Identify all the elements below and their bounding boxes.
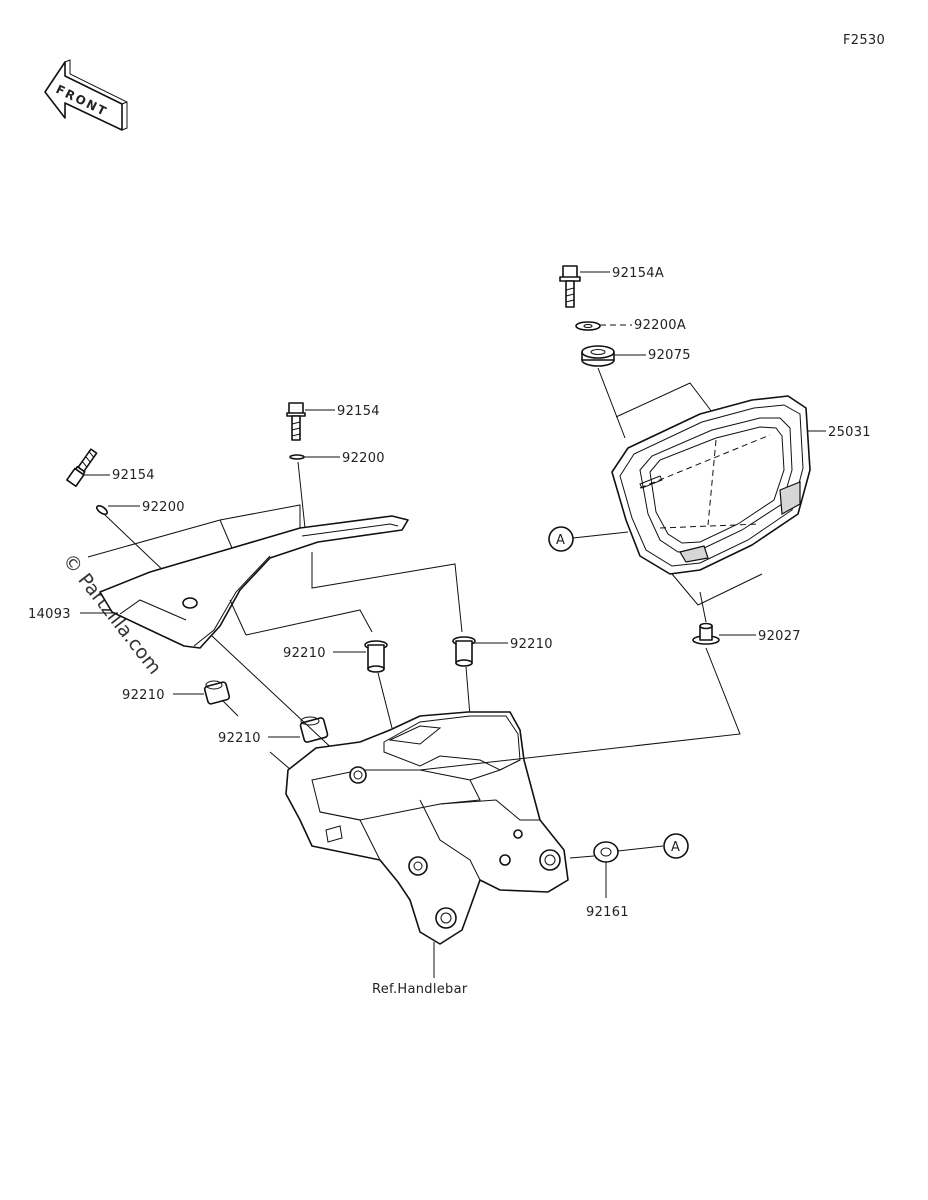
bracket-14093-icon xyxy=(99,515,409,649)
grommet-92075-icon xyxy=(581,345,615,367)
collar-92210-left2-icon xyxy=(299,716,329,743)
label-92200A: 92200A xyxy=(634,318,686,333)
bolt-92154-left-icon xyxy=(66,448,98,488)
label-92075: 92075 xyxy=(648,348,691,363)
label-14093: 14093 xyxy=(28,607,71,622)
label-92210-mid1: 92210 xyxy=(283,646,326,661)
collar-92210-left1-icon xyxy=(203,680,231,705)
leader-meter-bracket xyxy=(615,382,713,418)
label-92210-left1: 92210 xyxy=(122,688,165,703)
label-92154-left: 92154 xyxy=(112,468,155,483)
front-arrow-icon: FRONT xyxy=(44,59,128,131)
diagram-code: F2530 xyxy=(843,33,885,48)
callout-a-meter: A xyxy=(548,526,574,552)
bolt-92154A-icon xyxy=(559,265,581,308)
reference-label: Ref.Handlebar xyxy=(372,982,468,997)
label-92210-mid2: 92210 xyxy=(510,637,553,652)
label-92200-left: 92200 xyxy=(142,500,185,515)
bolt-92154-top-icon xyxy=(286,402,306,441)
washer-92200A-icon xyxy=(575,321,601,331)
handlebar-mount-bracket-icon xyxy=(285,711,569,945)
svg-text:A: A xyxy=(556,533,565,548)
nut-92161-icon xyxy=(593,841,619,863)
label-92210-left2: 92210 xyxy=(218,731,261,746)
label-92027: 92027 xyxy=(758,629,801,644)
leader-meter-bottom-bracket xyxy=(671,573,763,606)
collar-92210-mid2-icon xyxy=(452,636,476,667)
callout-a-mount: A xyxy=(663,833,689,859)
label-92200-top: 92200 xyxy=(342,451,385,466)
label-92154A: 92154A xyxy=(612,266,664,281)
leader-callout-a-mount xyxy=(617,845,664,852)
svg-text:A: A xyxy=(671,840,680,855)
meter-assembly-25031-icon xyxy=(611,395,811,575)
label-92154-top: 92154 xyxy=(337,404,380,419)
washer-92200-top-icon xyxy=(289,454,305,460)
washer-92200-left-icon xyxy=(95,504,109,516)
collar-92027-icon xyxy=(692,622,720,645)
label-92161: 92161 xyxy=(586,905,629,920)
leader-meter-top-a xyxy=(597,367,626,439)
label-25031: 25031 xyxy=(828,425,871,440)
collar-92210-mid1-icon xyxy=(364,640,388,673)
leader-callout-a-meter xyxy=(572,531,629,539)
